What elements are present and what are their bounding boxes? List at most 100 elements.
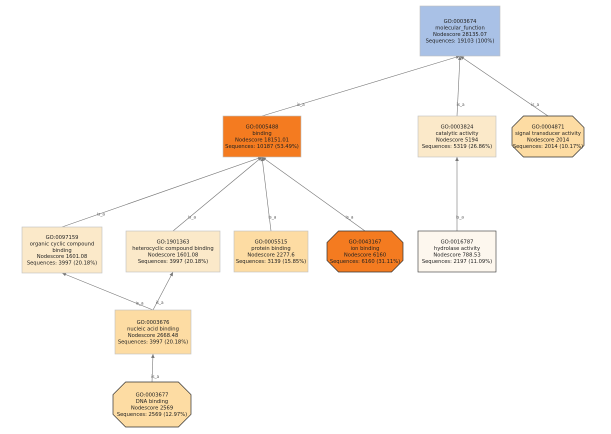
node-box bbox=[114, 309, 192, 355]
edge-label: is_a bbox=[457, 102, 465, 107]
node-text-line: Sequences: 2569 (12.97%) bbox=[117, 412, 187, 418]
is-a-edge: is_a bbox=[61, 156, 263, 228]
edge-label: is_a bbox=[151, 374, 159, 379]
is-a-edge: is_a bbox=[151, 353, 160, 383]
node-text-line: Nodescore 2569 bbox=[131, 406, 173, 412]
node-text-line: heterocyclic compound binding bbox=[132, 246, 213, 252]
edge-label: is_a bbox=[268, 215, 276, 220]
node-go-id: GO:0097159 bbox=[46, 235, 79, 241]
node-go-id: GO:0043167 bbox=[349, 240, 382, 246]
node-text-line: DNA binding bbox=[136, 399, 168, 405]
node-go-id: GO:0005515 bbox=[255, 240, 288, 246]
node-text-line: Sequences: 3997 (20.18%) bbox=[118, 339, 188, 345]
node-text-line: Nodescore 6160 bbox=[344, 253, 386, 259]
node-box bbox=[233, 230, 309, 273]
node-text-line: Sequences: 3997 (20.18%) bbox=[138, 259, 208, 265]
node-text-line: Nodescore 2014 bbox=[527, 138, 570, 144]
edge-line bbox=[152, 271, 174, 311]
node-octagon bbox=[326, 230, 404, 273]
arrowhead bbox=[455, 157, 459, 161]
node-text-line: organic cyclic compound bbox=[30, 241, 95, 247]
edge-line bbox=[261, 156, 272, 232]
edge-line bbox=[61, 272, 154, 311]
node-octagon bbox=[511, 115, 585, 158]
edge-line bbox=[172, 156, 263, 232]
node-text-line: Sequences: 5319 (26.86%) bbox=[422, 144, 492, 150]
node-text-line: nucleic acid binding bbox=[127, 327, 179, 333]
node-text-line: Sequences: 19103 (100%) bbox=[426, 38, 495, 44]
edge-label: is_a bbox=[156, 300, 164, 305]
node-go-id: GO:0016787 bbox=[441, 240, 474, 246]
node-text-line: Nodescore 2277.6 bbox=[247, 253, 294, 259]
node-text-line: hydrolase activity bbox=[434, 246, 480, 252]
node-text-line: Nodescore 788.53 bbox=[433, 253, 480, 259]
node-text-line: molecular_function bbox=[435, 26, 485, 32]
is-a-edge: is_a bbox=[61, 272, 154, 311]
node-box bbox=[222, 115, 302, 158]
node-octagon bbox=[112, 381, 192, 428]
node-text-line: Sequences: 10187 (53.49%) bbox=[225, 144, 299, 150]
node-text-line: Nodescore 1601.08 bbox=[37, 254, 88, 260]
is-a-edge: is_a bbox=[260, 156, 277, 232]
node-text-line: Nodescore 5194 bbox=[436, 138, 479, 144]
node-go-id: GO:0003677 bbox=[136, 393, 169, 399]
edge-label: is_a bbox=[345, 215, 353, 220]
node-text-line: Sequences: 2197 (11.09%) bbox=[422, 259, 492, 265]
node-go-id: GO:0005488 bbox=[246, 125, 279, 131]
arrowhead bbox=[260, 157, 265, 162]
node-text-line: Sequences: 6160 (31.11%) bbox=[330, 259, 400, 265]
edge-label: is_a bbox=[297, 102, 305, 107]
edge-line bbox=[456, 55, 461, 117]
arrowhead bbox=[169, 272, 173, 277]
is-a-edge: is_a bbox=[261, 156, 366, 232]
node-text-line: binding bbox=[52, 248, 71, 254]
node-go-id: GO:0003824 bbox=[441, 125, 475, 131]
arrowhead bbox=[262, 157, 267, 161]
arrowhead bbox=[458, 56, 462, 61]
edge-label: is_a bbox=[97, 211, 105, 216]
node-box bbox=[417, 115, 497, 158]
arrowhead bbox=[257, 157, 262, 161]
node-text-line: binding bbox=[252, 131, 271, 137]
node-go-id: GO:0003676 bbox=[137, 320, 170, 326]
node-text-line: ion binding bbox=[351, 246, 380, 252]
node-box bbox=[125, 230, 221, 273]
node-text-line: Nodescore 1601.08 bbox=[148, 253, 199, 259]
arrowhead bbox=[460, 56, 465, 60]
node-text-line: Nodescore 28135.07 bbox=[433, 32, 487, 38]
is-a-edge: is_a bbox=[261, 55, 461, 117]
node-box bbox=[417, 230, 497, 273]
node-go-id: GO:0004871 bbox=[532, 125, 565, 131]
edge-label: is_a bbox=[456, 215, 464, 220]
is-a-edge: is_a bbox=[456, 55, 465, 117]
is-a-edge: is_a bbox=[152, 271, 174, 311]
edge-label: is_a bbox=[531, 102, 539, 107]
edge-line bbox=[61, 156, 263, 228]
node-text-line: catalytic activity bbox=[436, 131, 479, 137]
edge-line bbox=[459, 55, 549, 117]
node-text-line: Nodescore 2668.48 bbox=[128, 333, 179, 339]
edge-label: is_a bbox=[188, 215, 196, 220]
is-a-edge: is_a bbox=[455, 157, 464, 231]
node-text-line: Nodescore 18151.01 bbox=[235, 138, 289, 144]
is-a-edge: is_a bbox=[459, 55, 549, 117]
node-box bbox=[21, 226, 103, 274]
node-text-line: Sequences: 2014 (10.17%) bbox=[513, 144, 583, 150]
node-go-id: GO:1901363 bbox=[157, 240, 190, 246]
node-text-line: signal transducer activity bbox=[515, 131, 581, 137]
edge-line bbox=[151, 353, 154, 383]
